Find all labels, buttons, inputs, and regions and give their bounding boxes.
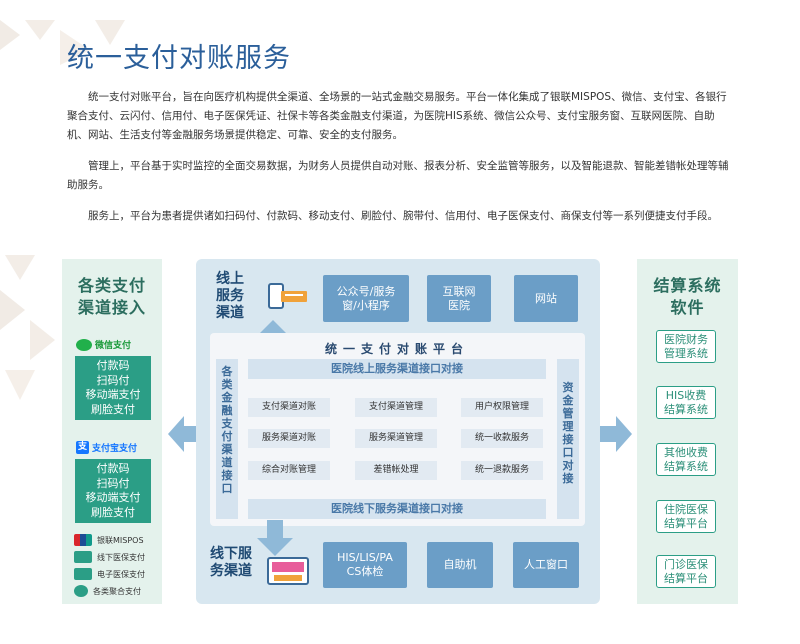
settlement-system-box: HIS收费 结算系统 — [656, 386, 716, 419]
alipay-method: 付款码 — [96, 462, 130, 475]
online-channels-label: 线上 服务 渠道 — [216, 271, 244, 322]
settlement-line: 结算平台 — [664, 516, 708, 530]
down-arrow-icon — [257, 520, 293, 556]
settlement-line: 住院医保 — [664, 503, 708, 516]
fund-interface-vbar: 资金管理接口对接 — [557, 359, 579, 519]
payment-channels-title-1: 各类支付 — [77, 276, 146, 295]
settlement-line: 管理系统 — [664, 346, 708, 360]
settlement-line: 结算平台 — [664, 571, 708, 585]
aggregate-pay-icon — [74, 585, 88, 597]
online-channel-box: 网站 — [514, 275, 578, 322]
grid-cell: 支付渠道管理 — [355, 398, 437, 417]
wechat-pay-label: 微信支付 — [95, 341, 132, 351]
wechat-method: 移动端支付 — [85, 388, 141, 401]
service-paragraph: 服务上，平台为患者提供诸如扫码付、付款码、移动支付、刷脸付、腕带付、信用付、电子… — [88, 210, 718, 222]
online-label-line: 线上 — [216, 271, 244, 287]
offline-channel-box: 人工窗口 — [513, 542, 579, 588]
online-channel-box: 互联网医院 — [427, 275, 491, 322]
offline-label-line: 线下服 — [210, 546, 252, 562]
online-label-line: 渠道 — [216, 305, 244, 321]
settlement-line: 医院财务 — [664, 333, 708, 346]
decorative-triangles-top-left — [0, 20, 125, 65]
settlement-title-2: 软件 — [670, 298, 705, 317]
offline-channel-box: 自助机 — [427, 542, 493, 588]
e-insurance-item: 电子医保支付 — [74, 568, 145, 580]
settlement-line: 结算系统 — [664, 459, 708, 473]
decorative-triangles-left — [0, 255, 55, 400]
insurance-card-icon — [74, 551, 92, 563]
alipay-method: 刷脸支付 — [91, 505, 135, 519]
wechat-method: 扫码付 — [96, 373, 130, 387]
wechat-pay-header: 微信支付 — [76, 338, 131, 351]
alipay-header: 支 支付宝支付 — [76, 441, 137, 454]
grid-cell: 统一退款服务 — [461, 461, 543, 480]
platform-title: 统一支付对账平台 — [324, 342, 469, 356]
wechat-icon — [76, 338, 92, 351]
grid-cell: 用户权限管理 — [461, 398, 543, 417]
settlement-line: 门诊医保 — [664, 558, 708, 571]
payment-channels-title-2: 渠道接入 — [77, 298, 146, 317]
alipay-method: 移动端支付 — [85, 491, 141, 504]
settlement-title-1: 结算系统 — [653, 276, 722, 295]
mobile-payment-icon — [268, 283, 307, 309]
settlement-systems-panel: 结算系统 软件 医院财务 管理系统 HIS收费 结算系统 其他收费 结算系统 住… — [637, 259, 738, 604]
channel-line: 自助机 — [443, 558, 477, 571]
intro-paragraph: 统一支付对账平台，旨在向医疗机构提供全渠道、全场景的一站式金融交易服务。平台一体… — [67, 91, 727, 141]
grid-cell: 统一收款服务 — [461, 429, 543, 448]
alipay-icon: 支 — [76, 441, 89, 454]
aggregate-pay-item: 各类聚合支付 — [74, 585, 141, 597]
unionpay-icon — [74, 534, 92, 546]
alipay-methods-box: 付款码 扫码付 移动端支付 刷脸支付 — [75, 459, 151, 523]
unionpay-item: 银联MISPOS — [74, 534, 144, 546]
left-arrow-icon — [168, 416, 200, 452]
settlement-system-box: 住院医保 结算平台 — [656, 500, 716, 533]
e-insurance-label: 电子医保支付 — [97, 569, 145, 579]
offline-insurance-label: 线下医保支付 — [97, 552, 145, 562]
channel-line: CS体检 — [346, 565, 384, 578]
online-label-line: 服务 — [216, 288, 244, 304]
settlement-line: 结算系统 — [664, 402, 708, 416]
right-arrow-icon — [598, 416, 632, 452]
unionpay-label: 银联MISPOS — [97, 535, 144, 545]
offline-interface-bar: 医院线下服务渠道接口对接 — [248, 499, 546, 519]
offline-channels-label: 线下服 务渠道 — [210, 546, 252, 580]
management-paragraph: 管理上，平台基于实时监控的全面交易数据，为财务人员提供自动对账、报表分析、安全监… — [67, 160, 729, 191]
alipay-method: 扫码付 — [96, 476, 130, 490]
kiosk-terminal-icon — [267, 557, 309, 585]
offline-insurance-item: 线下医保支付 — [74, 551, 145, 563]
online-channel-box: 公众号/服务窗/小程序 — [323, 275, 409, 322]
page-title: 统一支付对账服务 — [67, 43, 291, 74]
offline-label-line: 务渠道 — [210, 563, 252, 579]
settlement-line: 其他收费 — [664, 446, 708, 459]
grid-cell: 综合对账管理 — [248, 461, 330, 480]
wechat-method: 付款码 — [96, 359, 130, 372]
payment-channels-panel: 各类支付 渠道接入 微信支付 付款码 扫码付 移动端支付 刷脸支付 支 支付宝支… — [62, 259, 162, 604]
channel-line: 医院 — [448, 298, 470, 312]
aggregate-pay-label: 各类聚合支付 — [93, 586, 141, 596]
grid-cell: 服务渠道对账 — [248, 429, 330, 448]
wechat-method: 刷脸支付 — [91, 402, 135, 416]
channel-line: 网站 — [535, 291, 557, 305]
settlement-system-box: 门诊医保 结算平台 — [656, 555, 716, 588]
channel-line: 人工窗口 — [524, 558, 568, 571]
settlement-system-box: 其他收费 结算系统 — [656, 443, 716, 476]
online-interface-bar: 医院线上服务渠道接口对接 — [248, 359, 546, 379]
grid-cell: 差错帐处理 — [355, 461, 437, 480]
channel-line: 公众号/服务 — [336, 284, 396, 298]
settlement-system-box: 医院财务 管理系统 — [656, 330, 716, 363]
wechat-methods-box: 付款码 扫码付 移动端支付 刷脸支付 — [75, 356, 151, 420]
channel-line: 窗/小程序 — [342, 298, 390, 312]
vbar-text: 资金管理接口对接 — [562, 381, 574, 485]
e-insurance-icon — [74, 568, 92, 580]
channel-line: 互联网 — [442, 284, 476, 298]
grid-cell: 服务渠道管理 — [355, 429, 437, 448]
alipay-label: 支付宝支付 — [92, 444, 138, 454]
settlement-line: HIS收费 — [665, 389, 707, 402]
payment-interface-vbar: 各类金融支付渠道接口 — [216, 359, 238, 519]
channel-line: HIS/LIS/PA — [337, 551, 393, 564]
grid-cell: 支付渠道对账 — [248, 398, 330, 417]
vbar-text: 各类金融支付渠道接口 — [221, 365, 233, 495]
